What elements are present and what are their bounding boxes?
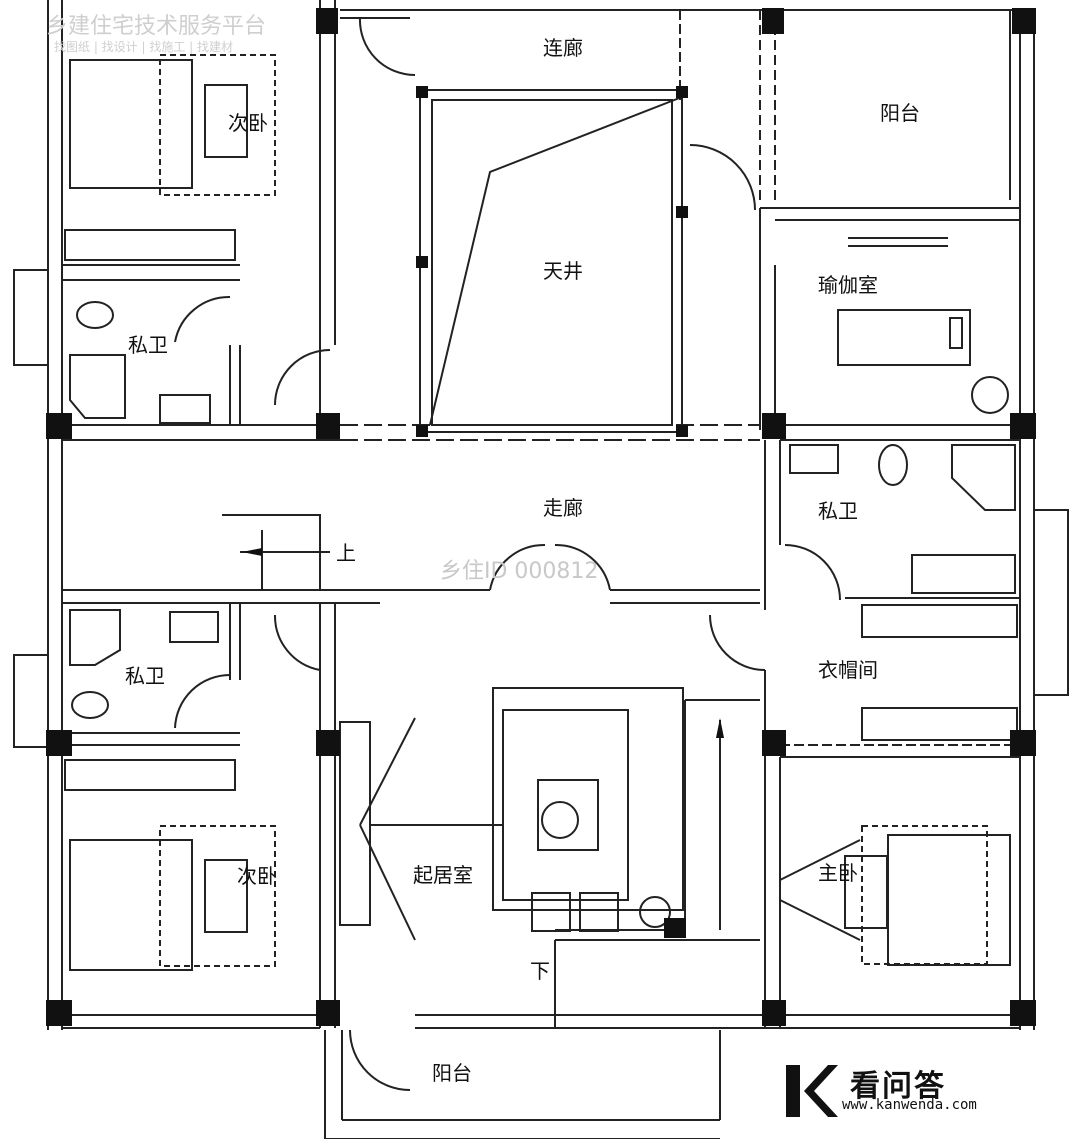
stair-up-arrow xyxy=(716,718,724,738)
brand-name: 看问答 xyxy=(850,1069,946,1104)
brand-url: www.kanwenda.com xyxy=(842,1097,977,1113)
watermark-subtitle: 找图纸 | 找设计 | 找施工 | 找建材 xyxy=(54,40,234,54)
label-bedroom-bottom: 次卧 xyxy=(237,864,277,888)
label-bath-right: 私卫 xyxy=(818,499,858,523)
label-balcony-top: 阳台 xyxy=(880,101,920,125)
brand-logo: 看问答 www.kanwenda.com xyxy=(780,1061,1040,1121)
label-yoga-room: 瑜伽室 xyxy=(818,273,878,297)
k-logo-icon xyxy=(786,1065,838,1117)
label-bath-top: 私卫 xyxy=(128,333,168,357)
label-bath-left: 私卫 xyxy=(125,664,165,688)
label-balcony-bottom: 阳台 xyxy=(432,1061,472,1085)
label-corridor-top: 连廊 xyxy=(543,36,583,60)
label-stair-down: 下 xyxy=(530,959,550,983)
label-stair-up: 上 xyxy=(336,541,356,565)
label-hall: 走廊 xyxy=(543,496,583,520)
label-master-bedroom: 主卧 xyxy=(818,861,858,885)
label-cloakroom: 衣帽间 xyxy=(818,658,878,682)
center-watermark: 乡住ID 000812 xyxy=(440,559,598,584)
label-courtyard: 天井 xyxy=(543,259,583,283)
label-bedroom-top: 次卧 xyxy=(228,111,268,135)
label-living-room: 起居室 xyxy=(413,863,473,887)
stair-arrow-icon xyxy=(242,548,262,556)
watermark-title: 乡建住宅技术服务平台 xyxy=(46,14,267,39)
